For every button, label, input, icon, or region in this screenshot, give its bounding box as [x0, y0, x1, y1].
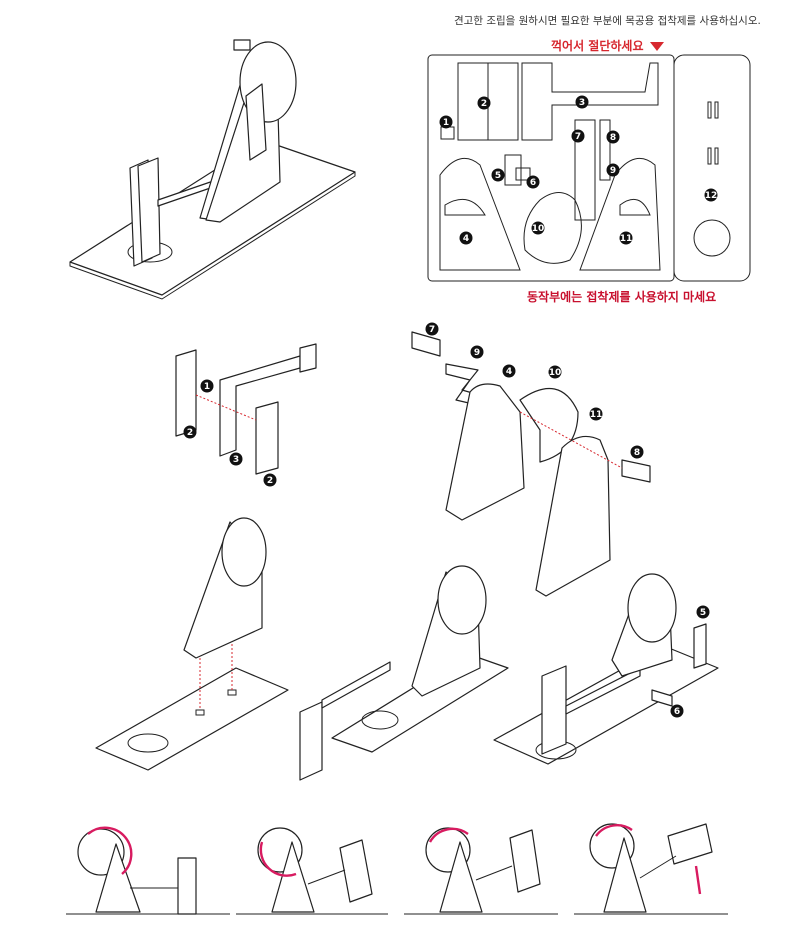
badge-step1-a: 1 [200, 379, 214, 393]
svg-text:3: 3 [233, 455, 239, 465]
badge-step3-a: 5 [696, 605, 710, 619]
svg-text:5: 5 [700, 608, 706, 618]
svg-text:5: 5 [495, 171, 501, 181]
badge-sheet-3: 3 [575, 95, 589, 109]
svg-text:8: 8 [634, 448, 640, 458]
svg-text:1: 1 [443, 118, 449, 128]
badge-step1-d: 2 [263, 473, 277, 487]
svg-text:6: 6 [530, 178, 536, 188]
badge-sheet-8: 8 [606, 130, 620, 144]
badge-sheet-1: 1 [439, 115, 453, 129]
badge-sheet-4: 4 [459, 231, 473, 245]
svg-text:10: 10 [549, 368, 562, 378]
badge-sheet-12: 12 [704, 188, 718, 202]
badge-step2-f: 8 [630, 445, 644, 459]
down-triangle-icon [649, 42, 664, 51]
badge-step2-b: 9 [470, 345, 484, 359]
motion-sequence [66, 823, 728, 915]
badge-sheet-5: 5 [491, 168, 505, 182]
badge-step2-c: 4 [502, 364, 516, 378]
badge-sheet-6: 6 [526, 175, 540, 189]
part-badges: 1 2 3 4 5 6 7 8 9 10 11 12 1 2 3 2 7 9 4… [183, 95, 718, 718]
svg-text:3: 3 [579, 98, 585, 108]
svg-text:2: 2 [481, 99, 487, 109]
svg-text:6: 6 [674, 707, 680, 717]
svg-text:11: 11 [590, 410, 603, 420]
assembled-model [69, 39, 356, 300]
cut-instruction-label: 꺽어서 절단하세요 [551, 37, 664, 54]
svg-text:11: 11 [620, 234, 633, 244]
svg-text:10: 10 [532, 224, 545, 234]
badge-step1-b: 2 [183, 425, 197, 439]
step2-side-explode [411, 331, 651, 597]
badge-sheet-11: 11 [619, 231, 633, 245]
badge-sheet-9: 9 [606, 163, 620, 177]
svg-text:2: 2 [187, 428, 193, 438]
badge-step3-b: 6 [670, 704, 684, 718]
badge-step1-c: 3 [229, 452, 243, 466]
badge-step2-e: 11 [589, 407, 603, 421]
no-glue-warning: 동작부에는 접착제를 사용하지 마세요 [527, 290, 717, 304]
svg-text:1: 1 [204, 382, 210, 392]
svg-text:7: 7 [575, 132, 581, 142]
svg-text:9: 9 [610, 166, 616, 176]
svg-text:12: 12 [705, 191, 718, 201]
badge-sheet-7: 7 [571, 129, 585, 143]
badge-sheet-2: 2 [477, 96, 491, 110]
svg-text:4: 4 [506, 367, 512, 377]
top-instruction-note: 견고한 조립을 원하시면 필요한 부분에 목공용 접착제를 사용하십시오. [454, 15, 761, 27]
cut-label-text: 꺽어서 절단하세요 [551, 39, 644, 53]
badge-sheet-10: 10 [531, 221, 545, 235]
step3-assembly-views [95, 517, 719, 781]
parts-sheet [427, 54, 751, 282]
svg-text:7: 7 [429, 325, 435, 335]
badge-step2-a: 7 [425, 322, 439, 336]
svg-text:4: 4 [463, 234, 469, 244]
step1-frame-explode [175, 343, 317, 475]
svg-text:2: 2 [267, 476, 273, 486]
svg-text:9: 9 [474, 348, 480, 358]
badge-step2-d: 10 [548, 365, 562, 379]
svg-text:8: 8 [610, 133, 616, 143]
